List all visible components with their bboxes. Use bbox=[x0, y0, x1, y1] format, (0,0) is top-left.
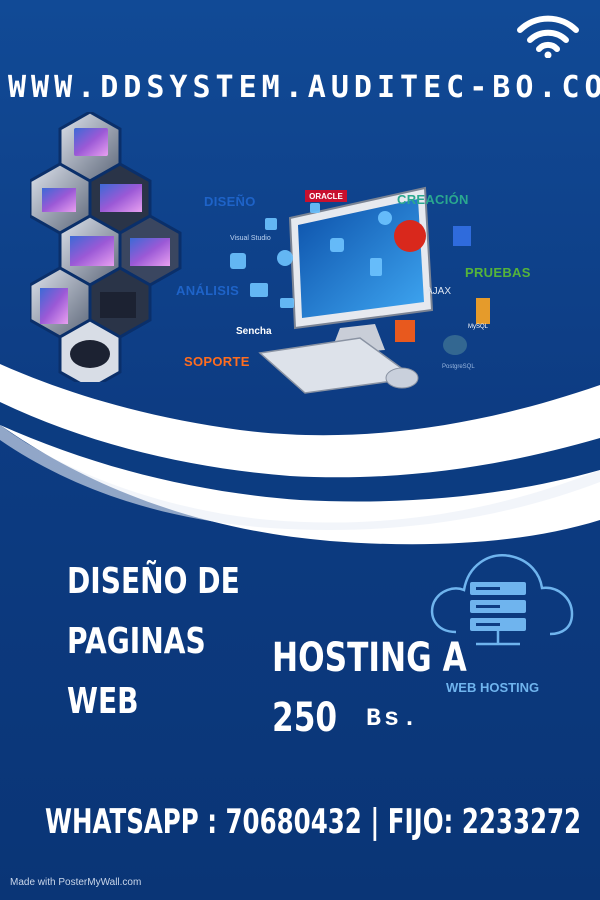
cloud-server-icon bbox=[430, 554, 574, 646]
hexagon-device-cluster bbox=[30, 112, 182, 382]
website-url[interactable]: WWW.DDSYSTEM.AUDITEC-BO.COM/ bbox=[8, 70, 600, 105]
headline-line-1: DISEÑO DE bbox=[67, 561, 240, 602]
headline-line-3: WEB bbox=[67, 681, 139, 722]
headline-line-2: PAGINAS bbox=[67, 621, 206, 662]
oracle-logo: ORACLE bbox=[309, 192, 343, 201]
credit-text[interactable]: Made with PosterMyWall.com bbox=[10, 877, 142, 888]
tag-pruebas: PRUEBAS bbox=[465, 265, 531, 280]
mysql-logo: MySQL bbox=[468, 324, 489, 330]
hosting-currency: Bs. bbox=[366, 704, 421, 733]
hosting-line: HOSTING A bbox=[272, 635, 467, 681]
hosting-price: 250 bbox=[272, 695, 338, 741]
tag-creacion: CREACIÓN bbox=[397, 192, 469, 207]
tag-soporte: SOPORTE bbox=[184, 354, 250, 369]
tag-analisis: ANÁLISIS bbox=[176, 283, 240, 298]
ajax-logo: AJAX bbox=[426, 286, 451, 297]
web-development-collage-icon: ORACLE Visual Studio Sencha AJAX MySQL P… bbox=[230, 186, 490, 394]
wifi-icon bbox=[517, 15, 579, 58]
sencha-logo: Sencha bbox=[236, 326, 272, 337]
web-hosting-label: WEB HOSTING bbox=[446, 680, 540, 695]
headline: DISEÑO DE PAGINAS WEB bbox=[67, 552, 240, 732]
contact-line[interactable]: WHATSAPP : 70680432 | FIJO: 2233272 bbox=[45, 802, 582, 842]
tag-diseno: DISEÑO bbox=[204, 194, 256, 209]
visual-studio-logo: Visual Studio bbox=[230, 235, 271, 242]
postgresql-logo: PostgreSQL bbox=[442, 364, 475, 370]
hosting-offer: HOSTING A 250 bbox=[272, 628, 467, 748]
